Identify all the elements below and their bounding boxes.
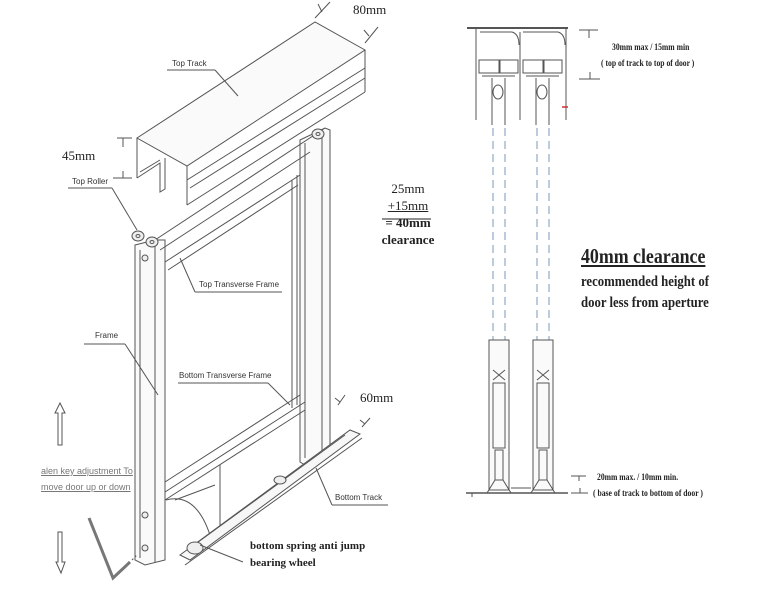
bottom-gap-note-line2: ( base of track to bottom of door ): [593, 488, 703, 498]
callout-top-transverse-frame: Top Transverse Frame: [199, 280, 280, 289]
top-roller-shape: [131, 128, 325, 552]
top-gap-note-line1: 30mm max / 15mm min: [612, 42, 690, 52]
callout-bottom-wheel: bottom spring anti jump bearing wheel: [250, 540, 366, 569]
clearance-line1: recommended height of: [581, 274, 709, 290]
clearance-calculation: 25mm +15mm = 40mm clearance: [381, 181, 435, 247]
arrow-down-icon: [55, 531, 66, 575]
clearance-title: 40mm clearance: [581, 244, 706, 268]
arrow-up-icon: [54, 401, 66, 446]
dimension-track-height: 45mm: [62, 148, 96, 163]
dimension-track-width: 80mm: [353, 2, 387, 17]
bottom-track-shape: [179, 429, 363, 566]
callout-top-roller: Top Roller: [72, 177, 109, 186]
top-track-shape: [136, 21, 366, 206]
callout-bottom-transverse-frame: Bottom Transverse Frame: [179, 371, 272, 380]
allen-key-note: alen key adjustment To move door up or d…: [41, 466, 133, 492]
callout-top-track: Top Track: [172, 59, 207, 68]
callout-bottom-track: Bottom Track: [335, 493, 383, 502]
section-drawing-shape: [466, 27, 600, 497]
door-frame-shape: [134, 127, 331, 566]
dimension-bottom-track-width: 60mm: [360, 390, 394, 405]
top-gap-note-line2: ( top of track to top of door ): [601, 58, 695, 68]
clearance-line2: door less from aperture: [581, 295, 709, 311]
allen-key-icon: [87, 517, 138, 581]
callout-frame: Frame: [95, 331, 119, 340]
bottom-gap-note-line1: 20mm max. / 10mm min.: [597, 472, 679, 482]
